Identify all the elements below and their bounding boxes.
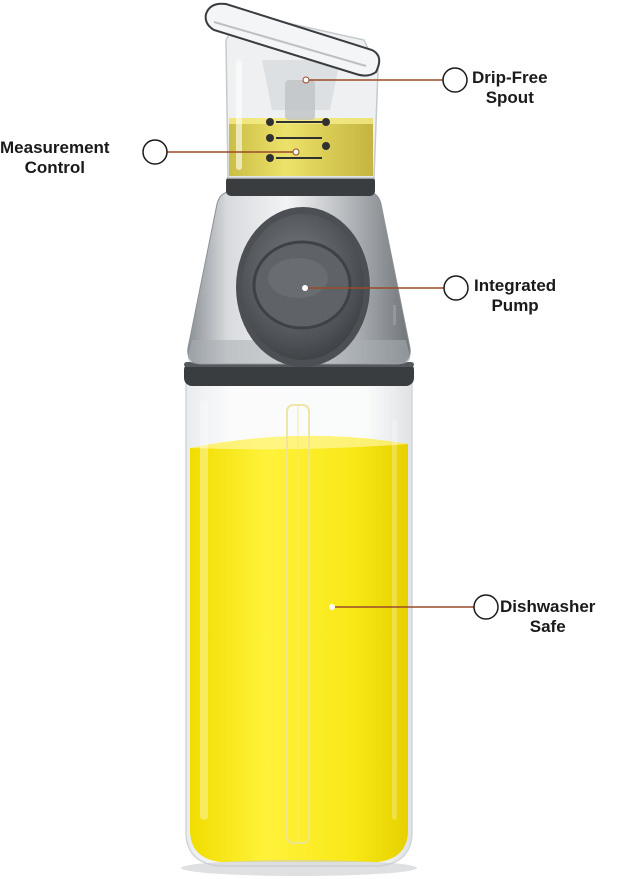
callout-measurement-label: Measurement Control bbox=[0, 138, 110, 178]
callout-dishwasher-marker bbox=[329, 594, 499, 620]
callout-pump-label: Integrated Pump bbox=[474, 276, 556, 316]
measuring-cup bbox=[225, 15, 379, 179]
callout-pump-line1: Integrated bbox=[474, 276, 557, 295]
callout-dishwasher-line1: Dishwasher bbox=[500, 597, 596, 616]
callout-drip-free-marker bbox=[302, 67, 468, 93]
callout-measurement-line2: Control bbox=[24, 158, 86, 177]
callout-pump-marker bbox=[302, 275, 469, 301]
spout-lid bbox=[204, 2, 381, 77]
collar bbox=[226, 176, 375, 196]
callout-drip-free-label: Drip-Free Spout bbox=[472, 68, 548, 108]
callout-drip-free-line1: Drip-Free bbox=[472, 68, 548, 87]
glass-bottle bbox=[181, 381, 417, 876]
callout-dishwasher-label: Dishwasher Safe bbox=[500, 597, 595, 637]
measurement-marks bbox=[266, 118, 330, 162]
callout-drip-free-line2: Spout bbox=[485, 88, 534, 107]
rubber-ring bbox=[184, 362, 414, 386]
callout-measurement-line1: Measurement bbox=[0, 138, 110, 157]
callout-pump-line2: Pump bbox=[491, 296, 539, 315]
callout-dishwasher-line2: Safe bbox=[529, 617, 566, 636]
callout-measurement-marker bbox=[142, 139, 300, 165]
oil-fill bbox=[190, 435, 408, 862]
